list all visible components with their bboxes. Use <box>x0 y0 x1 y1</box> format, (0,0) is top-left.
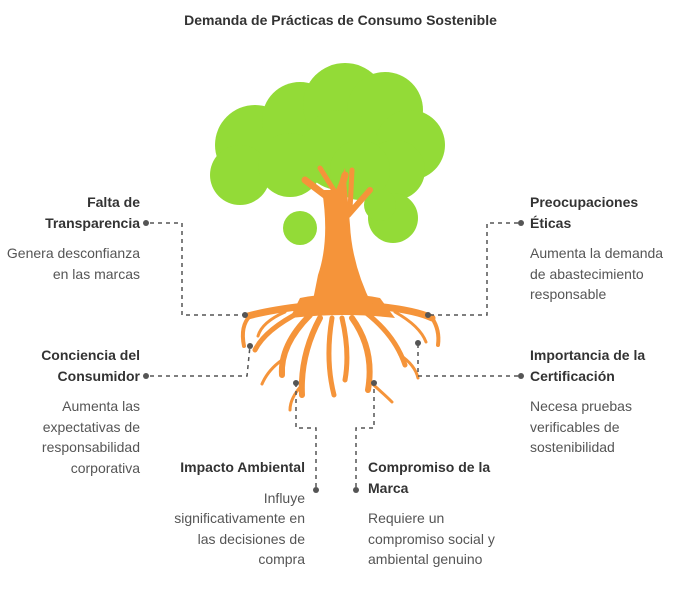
factor-impacto-ambiental: Impacto Ambiental Influye significativam… <box>155 457 305 570</box>
tree-foliage <box>210 63 445 245</box>
factor-heading: Falta de Transparencia <box>45 194 140 231</box>
factor-heading: Importancia de la Certificación <box>530 347 646 384</box>
factor-falta-transparencia: Falta de Transparencia Genera desconfian… <box>0 192 140 284</box>
tree-trunk <box>240 165 441 412</box>
factor-importancia-certificacion: Importancia de la Certificación Necesa p… <box>530 345 675 458</box>
factor-heading: Compromiso de la Marca <box>368 459 491 496</box>
factor-preocupaciones-eticas: Preocupaciones Éticas Aumenta la demanda… <box>530 192 665 305</box>
factor-description: Influye significativamente en las decisi… <box>174 489 305 568</box>
diagram-title: Demanda de Prácticas de Consumo Sostenib… <box>184 12 497 28</box>
factor-heading: Conciencia del Consumidor <box>41 347 140 384</box>
factor-heading: Impacto Ambiental <box>180 459 305 475</box>
factor-description: Requiere un compromiso social y ambienta… <box>368 510 495 567</box>
connector-dots <box>143 220 524 493</box>
factor-compromiso-marca: Compromiso de la Marca Requiere un compr… <box>368 457 513 570</box>
factor-description: Aumenta la demanda de abastecimiento res… <box>530 245 664 302</box>
factor-conciencia-consumidor: Conciencia del Consumidor Aumenta las ex… <box>0 345 140 478</box>
factor-heading: Preocupaciones Éticas <box>530 194 639 231</box>
factor-description: Genera desconfianza en las marcas <box>6 245 140 282</box>
factor-description: Necesa pruebas verificables de sostenibi… <box>530 398 632 455</box>
connector-lines <box>150 222 518 487</box>
factor-description: Aumenta las expectativas de responsabili… <box>41 398 140 476</box>
